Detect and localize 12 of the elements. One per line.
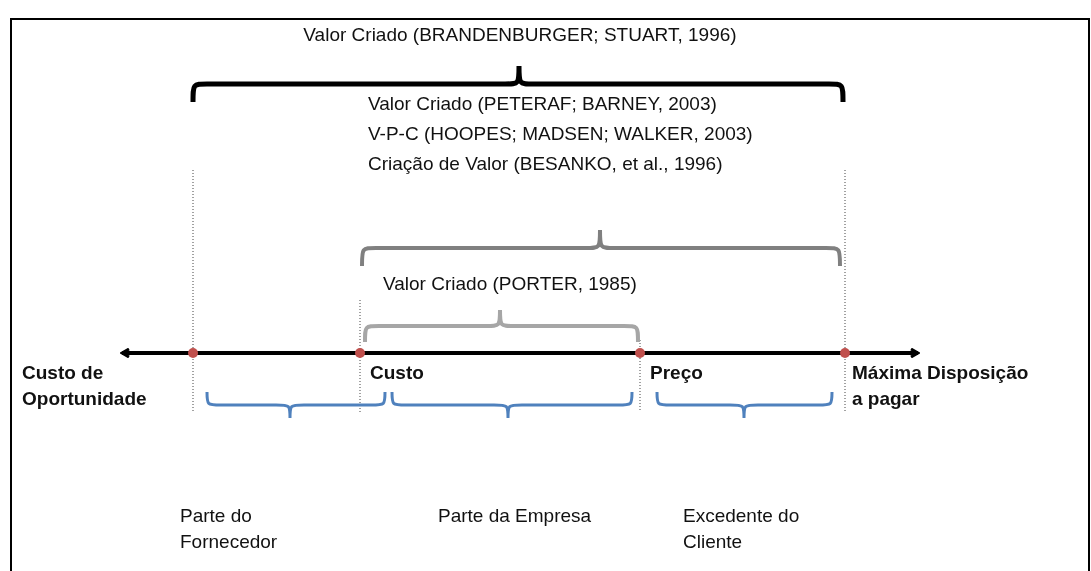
share-label: Parte do Fornecedor: [180, 504, 279, 554]
point-label: Custo: [370, 361, 425, 385]
point-label: Máxima Disposição a pagar: [852, 361, 1030, 411]
share-label: Excedente do Cliente: [683, 504, 801, 554]
brace-label: V-P-C (HOOPES; MADSEN; WALKER, 2003): [368, 122, 754, 146]
brace-label: Criação de Valor (BESANKO, et al., 1996): [368, 152, 724, 176]
point-label: Preço: [650, 361, 704, 385]
point-label: Custo de Oportunidade: [22, 361, 148, 411]
share-label: Parte da Empresa: [438, 504, 593, 528]
brace-label: Valor Criado (PORTER, 1985): [383, 272, 638, 296]
brace-label: Valor Criado (BRANDENBURGER; STUART, 1996): [302, 23, 738, 47]
brace-label: Valor Criado (PETERAF; BARNEY, 2003): [368, 92, 718, 116]
